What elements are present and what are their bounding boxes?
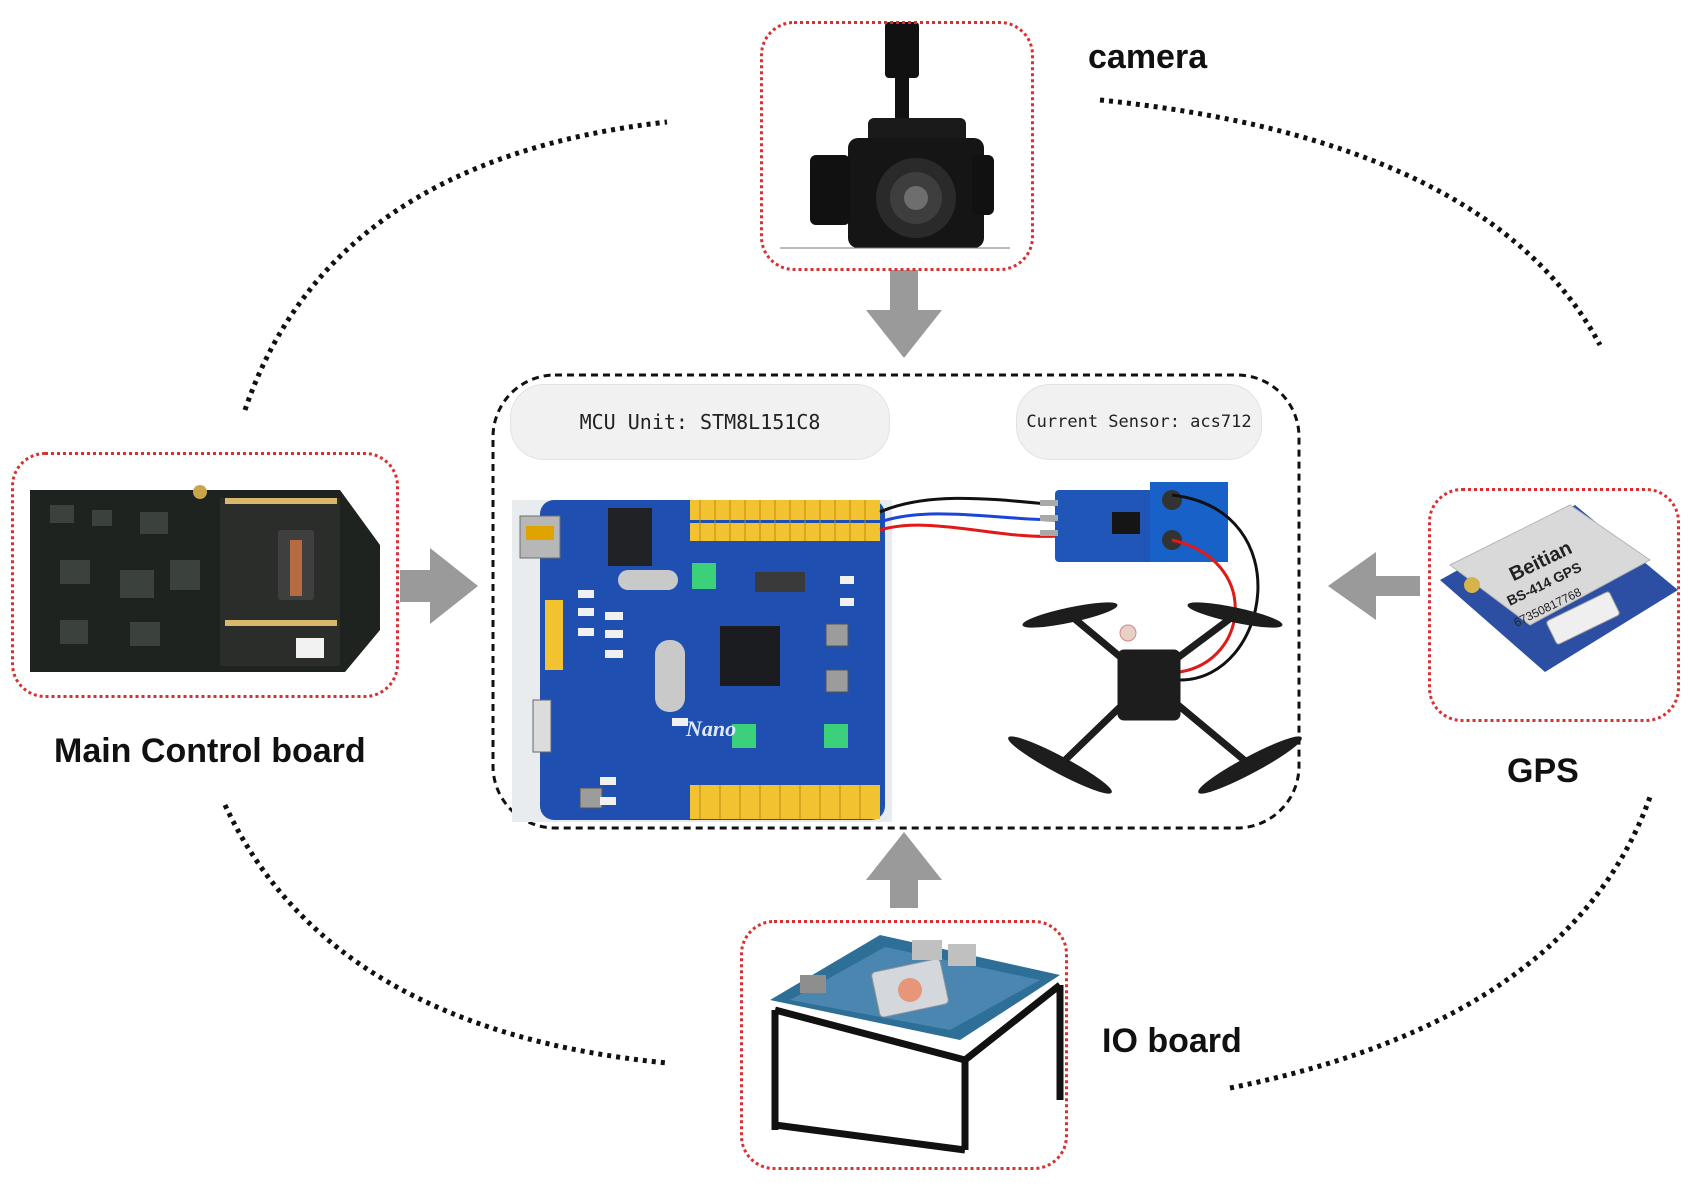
arrow-gps-left <box>1328 552 1420 620</box>
camera-module-frame <box>760 21 1034 271</box>
arrow-main-right <box>400 548 478 624</box>
arrow-io-up <box>866 832 942 908</box>
drone-photo <box>1008 602 1302 794</box>
arrow-camera-down <box>866 270 942 358</box>
flow-arrows <box>400 270 1420 908</box>
mcu-board-photo: Nano <box>512 500 892 822</box>
arc-top-right <box>1099 97 1603 347</box>
io-board-module-frame <box>740 920 1068 1170</box>
gps-module-photo: Beitian BS-414 GPS 67350817768 <box>1440 504 1678 672</box>
current-sensor-photo <box>1040 482 1228 562</box>
camera-label: camera <box>1088 38 1208 76</box>
main-control-board-label: Main Control board <box>54 732 366 770</box>
current-sensor-label: Current Sensor: acs712 <box>1016 384 1262 460</box>
sensor-wires <box>879 496 1059 538</box>
center-container <box>491 373 1301 830</box>
mcu-unit-label: MCU Unit: STM8L151C8 <box>510 384 890 460</box>
gps-module-frame <box>1428 488 1680 722</box>
main-control-board-module-frame <box>11 452 399 698</box>
gps-label: GPS <box>1507 752 1579 790</box>
io-board-label: IO board <box>1102 1022 1242 1060</box>
main-control-board-photo <box>30 485 380 672</box>
mcu-board-marking: Nano <box>685 716 736 741</box>
camera-photo <box>780 22 1010 249</box>
connection-arcs <box>222 97 1653 1091</box>
io-board-photo <box>770 935 1064 1154</box>
arc-top-left <box>242 119 668 411</box>
arc-bottom-left <box>222 803 668 1066</box>
arc-bottom-right <box>1229 796 1653 1091</box>
